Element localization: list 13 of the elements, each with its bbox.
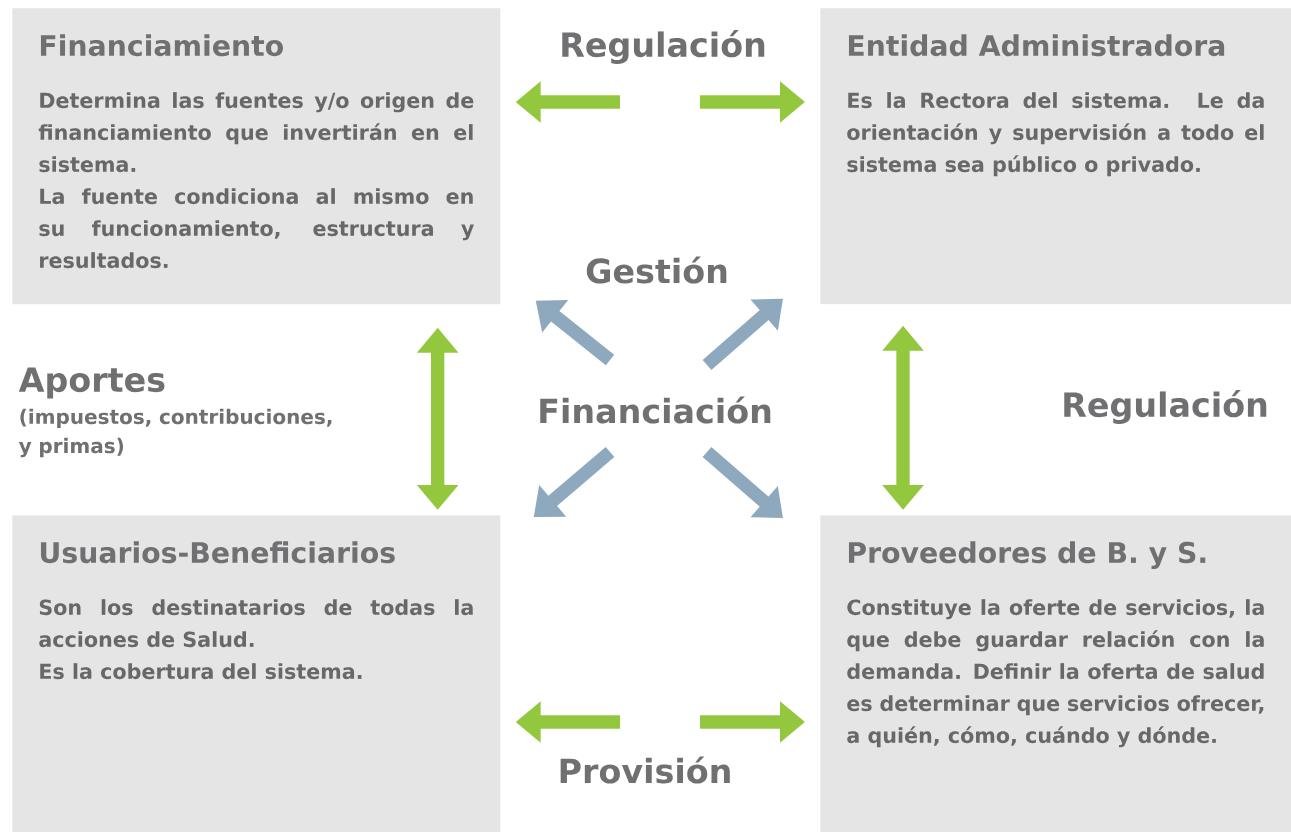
flow-label: Provisión [560, 756, 730, 784]
info-box: Entidad Administradora Es la Rectora del sistema. Le da orientación y supervisión a todo el sistema sea público o privado. [820, 8, 1291, 305]
flow-label: Regulación [562, 30, 765, 64]
info-box: Financiamiento Determina las fuentes y/o origen de financiamiento que invertirán en el sistema. La fuente condiciona al mismo en su funcionamiento, estructura y resultados. [12, 8, 501, 305]
info-box: Usuarios-Beneficiarios Son los destinatarios de todas la acciones de Salud. Es la cobertura del sistema. [12, 515, 501, 832]
flow-label: Aportes [18, 367, 165, 399]
note-text: (impuestos, contribuciones, y primas) [18, 408, 332, 458]
center-label: Financiación [540, 396, 771, 424]
arrow [702, 446, 783, 518]
info-box: Proveedores de B. y S. Constituye la oferte de servicios, la que debe guardar relación con la demanda. Definir la oferta de salud es determinar que servicios ofrecer, a quién, cómo, cuándo y dónde. [820, 515, 1291, 832]
flow-label: Regulación [1064, 390, 1267, 424]
flow-label: Gestión [586, 256, 727, 284]
arrow [702, 298, 783, 371]
